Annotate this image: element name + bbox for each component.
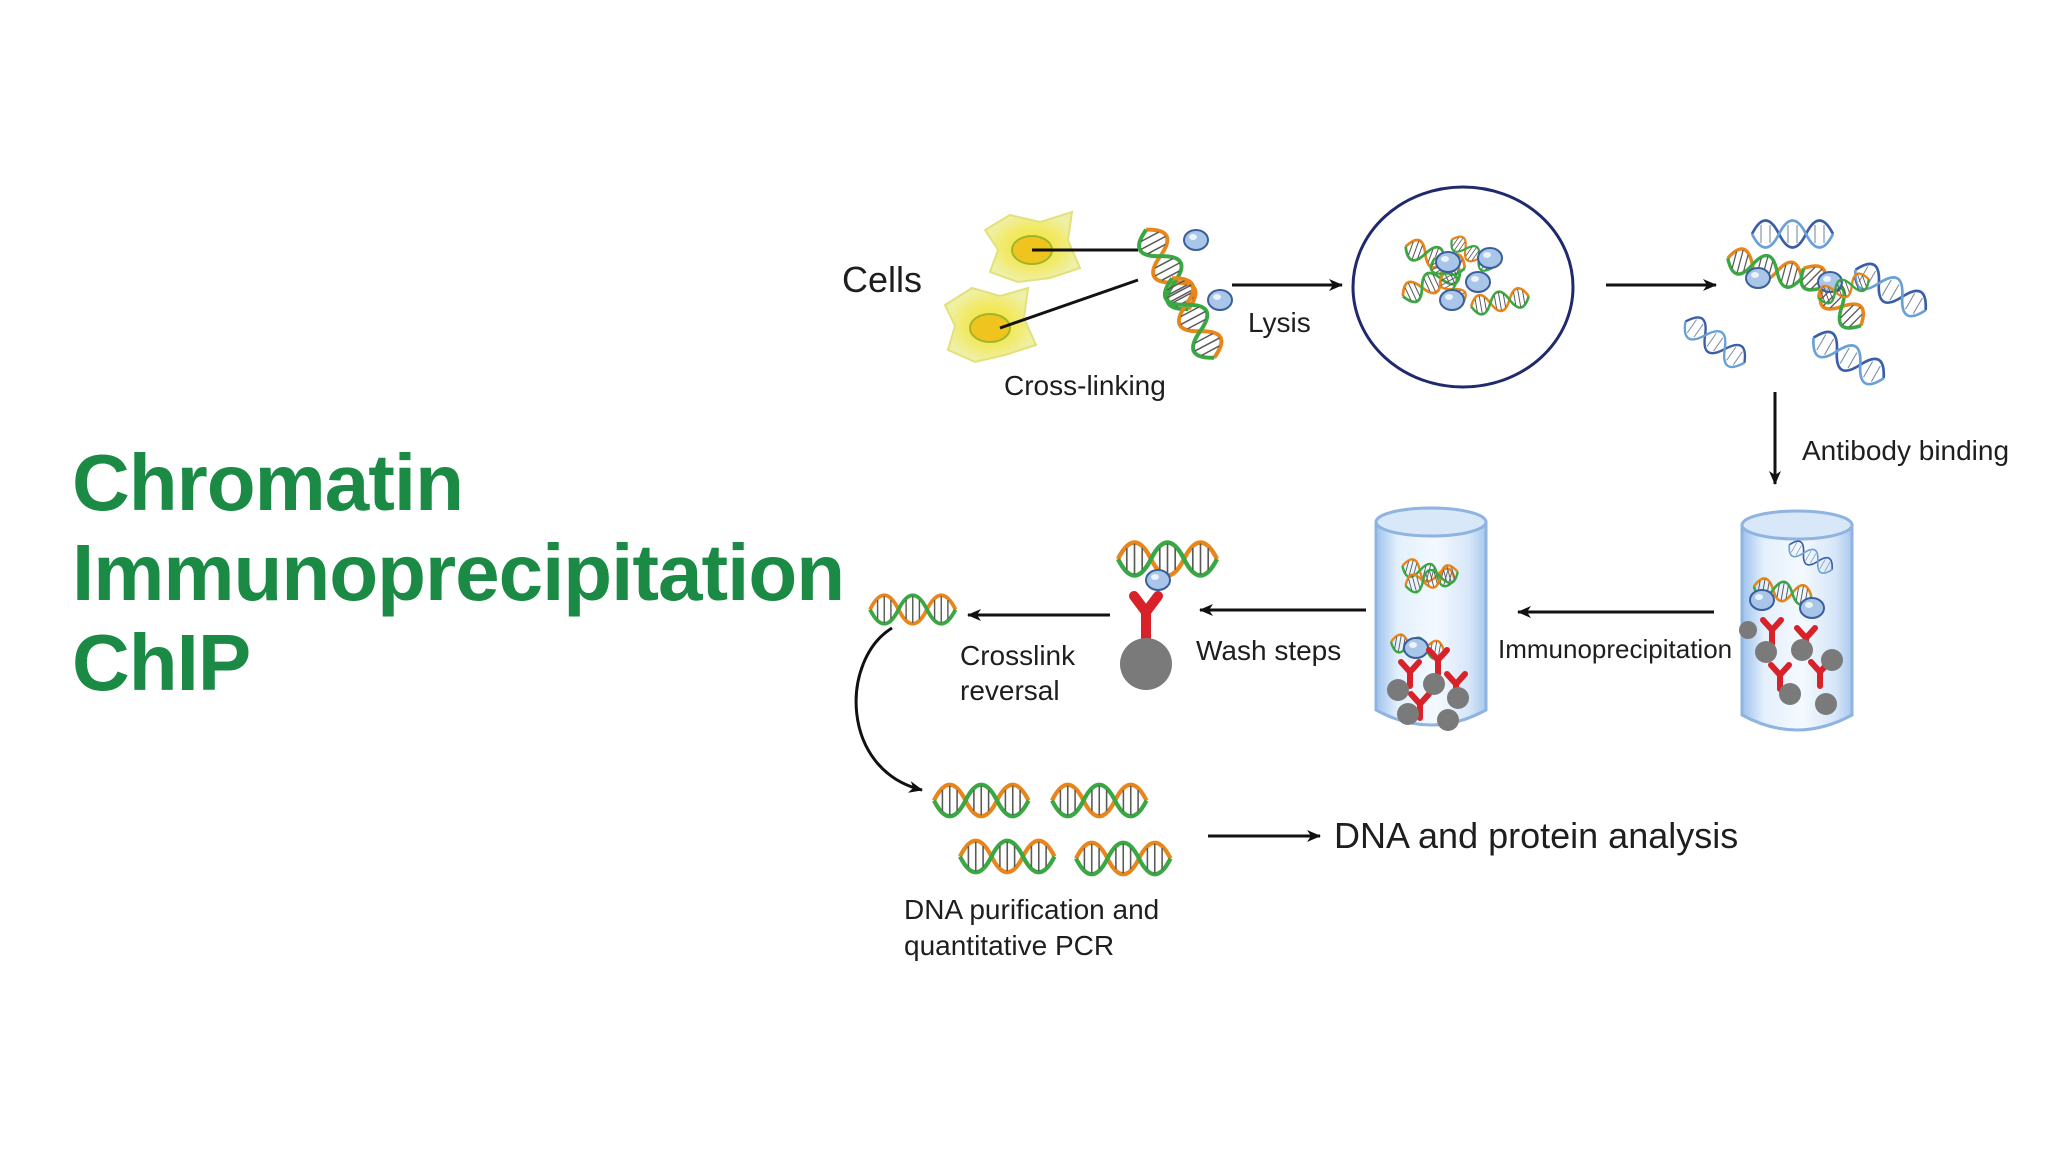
fragmented-chromatin-icon <box>1677 219 1934 392</box>
purified-dna-icons <box>934 785 1171 875</box>
label-wash-steps: Wash steps <box>1196 635 1341 666</box>
lysed-nucleus <box>1351 185 1575 389</box>
protein-icon-2 <box>1207 289 1233 311</box>
protein-icon-1 <box>1183 229 1209 251</box>
cell-1 <box>983 210 1082 284</box>
released-dna-icon <box>868 593 958 626</box>
title-line-2: Immunoprecipitation <box>72 528 845 617</box>
label-crosslink-reversal-line2: reversal <box>960 675 1060 706</box>
label-cells: Cells <box>842 259 922 300</box>
title-line-1: Chromatin <box>72 438 464 527</box>
label-antibody-binding: Antibody binding <box>1802 435 2009 466</box>
label-immunoprecipitation: Immunoprecipitation <box>1498 634 1732 664</box>
title-line-3: ChIP <box>72 618 251 707</box>
cell-2 <box>943 286 1038 364</box>
label-dna-purification-line2: quantitative PCR <box>904 930 1114 961</box>
label-dna-protein-analysis: DNA and protein analysis <box>1334 815 1738 856</box>
cell-pointer-line-2 <box>999 278 1139 330</box>
slide-title: Chromatin Immunoprecipitation ChIP <box>72 438 845 708</box>
label-lysis: Lysis <box>1248 307 1311 338</box>
label-cross-linking: Cross-linking <box>1004 370 1166 401</box>
bead-antibody-complex <box>1118 543 1217 690</box>
tube-immunoprecipitation <box>1374 506 1488 731</box>
label-dna-purification-line1: DNA purification and <box>904 894 1159 925</box>
arrow-curved-purification <box>854 626 923 793</box>
tube-antibody-binding <box>1739 509 1854 732</box>
label-crosslink-reversal-line1: Crosslink <box>960 640 1076 671</box>
